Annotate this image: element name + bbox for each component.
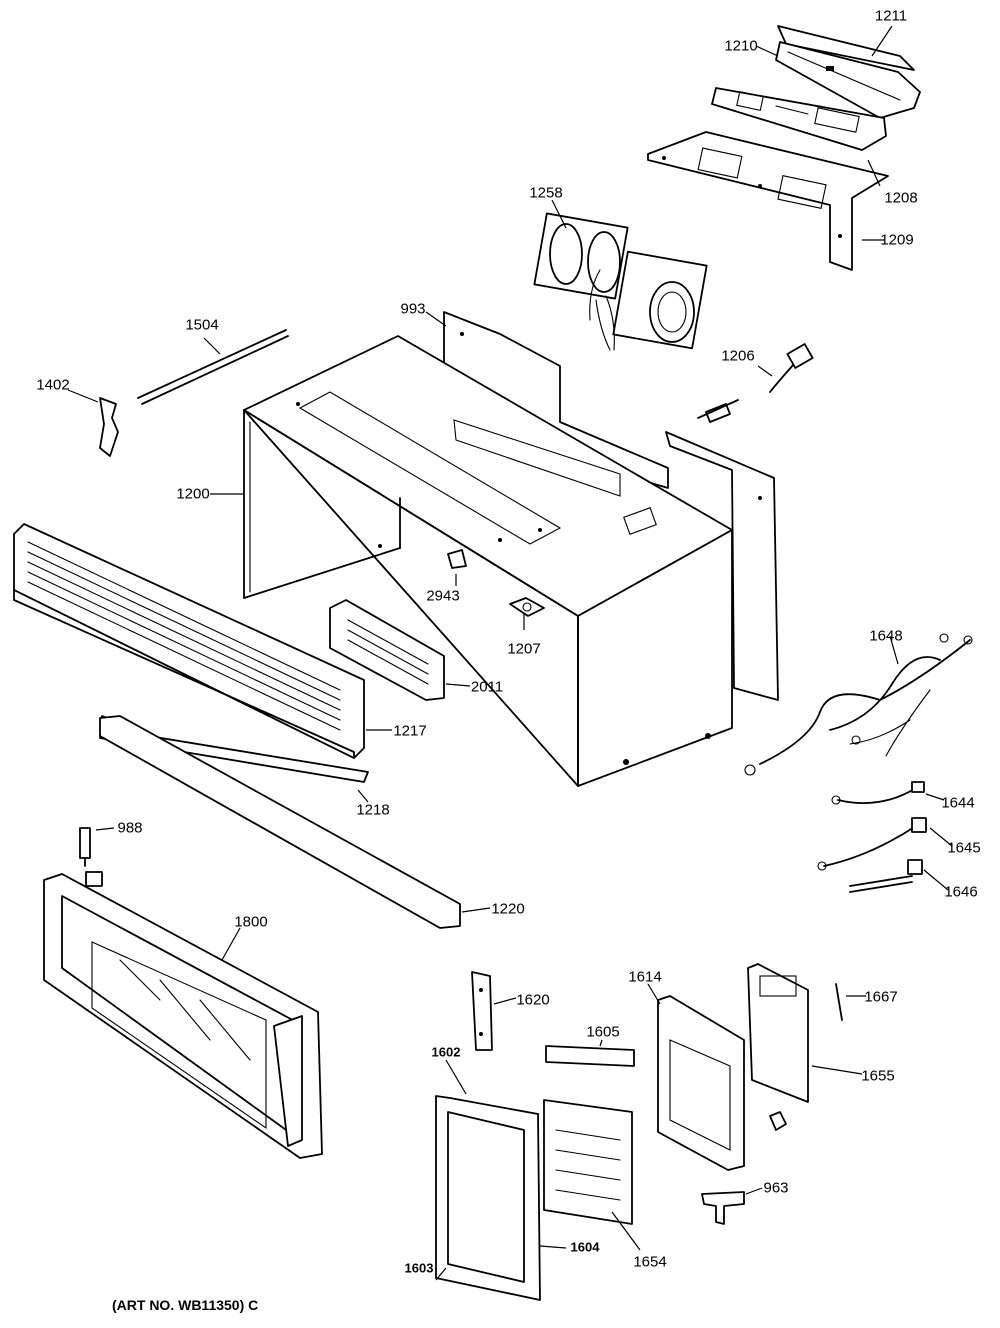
callout-1207: 1207 bbox=[507, 640, 541, 658]
part-1220-trim bbox=[99, 715, 461, 929]
part-1644-harness bbox=[831, 781, 925, 805]
part-1208-plate bbox=[711, 87, 887, 151]
part-988-bulb bbox=[79, 827, 91, 867]
callout-1648: 1648 bbox=[869, 627, 903, 645]
callout-1210: 1210 bbox=[724, 37, 758, 55]
callout-1220: 1220 bbox=[491, 900, 525, 918]
callout-1800: 1800 bbox=[234, 913, 268, 931]
part-1800-door bbox=[43, 871, 323, 1159]
callout-988: 988 bbox=[117, 819, 143, 837]
part-1200-cabinet bbox=[243, 335, 733, 787]
art-number: (ART NO. WB11350) C bbox=[112, 1297, 259, 1313]
callout-2943: 2943 bbox=[426, 587, 460, 605]
part-1654-keypad bbox=[543, 1099, 633, 1225]
callout-1654: 1654 bbox=[633, 1253, 667, 1271]
part-1217-grille bbox=[13, 523, 365, 759]
part-963-bracket bbox=[701, 1191, 745, 1225]
part-1258-fan-motor bbox=[533, 212, 708, 351]
callout-1655: 1655 bbox=[861, 1067, 895, 1085]
callout-1603: 1603 bbox=[404, 1260, 434, 1276]
callout-1211: 1211 bbox=[874, 7, 908, 25]
callout-1218: 1218 bbox=[356, 801, 390, 819]
callout-993: 993 bbox=[400, 300, 426, 318]
part-1655-pcb bbox=[747, 963, 809, 1103]
callout-1644: 1644 bbox=[941, 794, 975, 812]
callout-1200: 1200 bbox=[176, 485, 210, 503]
callout-1614: 1614 bbox=[628, 968, 662, 986]
callout-1604: 1604 bbox=[570, 1239, 600, 1255]
callout-1646: 1646 bbox=[944, 883, 978, 901]
part-1620-bracket bbox=[471, 971, 493, 1051]
part-1504-rod bbox=[137, 329, 289, 405]
part-1402-clip bbox=[99, 397, 119, 457]
callout-1206: 1206 bbox=[721, 347, 755, 365]
part-1605-display bbox=[545, 1045, 635, 1067]
part-1206-power-cord bbox=[697, 343, 814, 423]
callout-1208: 1208 bbox=[884, 189, 918, 207]
leader-lines bbox=[67, 25, 953, 1281]
callout-1605: 1605 bbox=[586, 1023, 620, 1041]
part-1667-connector bbox=[835, 983, 843, 1021]
callout-1645: 1645 bbox=[947, 839, 981, 857]
callout-1602: 1602 bbox=[431, 1044, 461, 1060]
callout-1402: 1402 bbox=[36, 376, 70, 394]
callout-963: 963 bbox=[763, 1179, 789, 1197]
part-1645-harness bbox=[817, 817, 927, 871]
callout-1620: 1620 bbox=[516, 991, 550, 1009]
part-1209-bracket bbox=[647, 131, 889, 271]
part-1207-pad bbox=[509, 597, 545, 617]
fasteners bbox=[769, 1111, 787, 1131]
callout-1209: 1209 bbox=[880, 231, 914, 249]
part-1648-harness bbox=[744, 633, 973, 776]
callout-2011: 2011 bbox=[470, 678, 504, 696]
callout-1667: 1667 bbox=[864, 988, 898, 1006]
callout-1504: 1504 bbox=[185, 316, 219, 334]
part-1602-frame bbox=[435, 1095, 541, 1301]
part-1614-control-board bbox=[657, 995, 745, 1171]
part-2943-clip bbox=[447, 549, 467, 569]
callout-1217: 1217 bbox=[393, 722, 427, 740]
callout-1258: 1258 bbox=[529, 184, 563, 202]
part-2011-vent bbox=[329, 599, 445, 701]
part-1211-vent-cover bbox=[775, 25, 921, 119]
part-1646-harness bbox=[849, 859, 923, 893]
